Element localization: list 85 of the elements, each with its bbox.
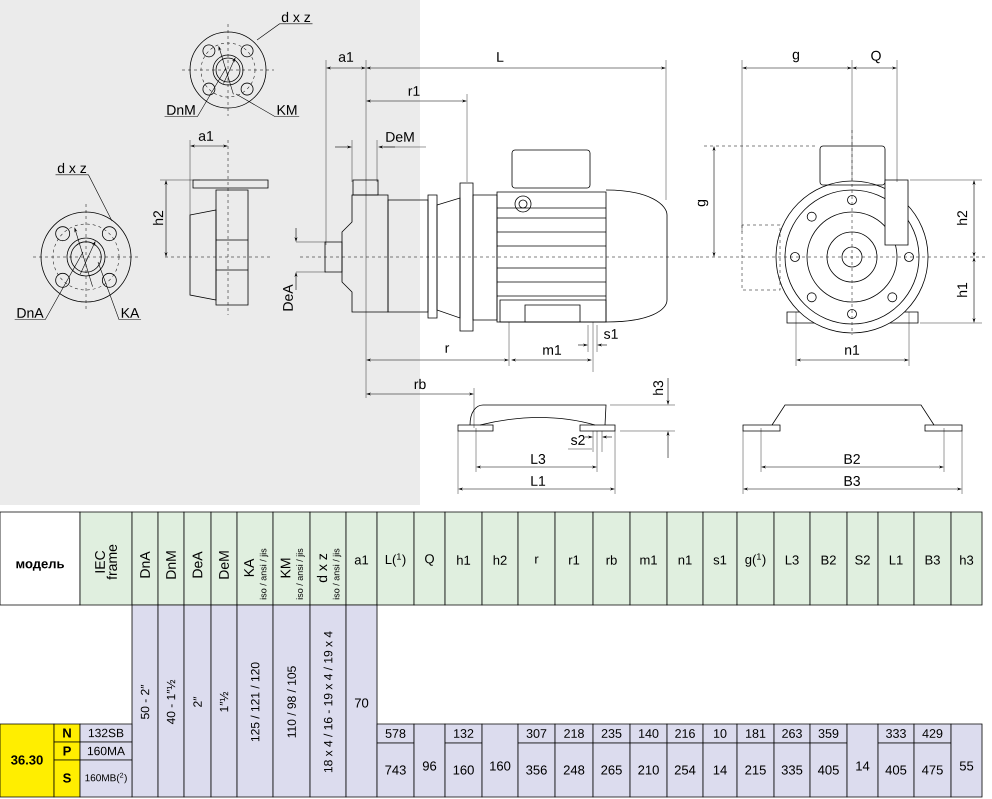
dimension-label: g <box>698 200 708 206</box>
table-cell: 235 <box>592 724 630 744</box>
dimension-label: L1 <box>531 476 546 486</box>
dimension-label: h2 <box>956 210 968 225</box>
table-cell: 2″ <box>184 604 212 798</box>
dimension-label: B2 <box>844 454 860 464</box>
table-cell: h2 <box>482 512 518 606</box>
table-cell: 429 <box>914 724 952 744</box>
callout-label: DnM <box>167 105 195 115</box>
table-cell: IEC frame <box>80 512 132 606</box>
dimension-label: g <box>792 52 799 62</box>
table-cell: 40 - 1″½ <box>158 604 184 798</box>
table-cell: B3 <box>914 512 952 606</box>
table-cell: KM iso / ansi / jis <box>272 512 310 606</box>
dimension-label: s1 <box>604 329 618 339</box>
table-cell: 160MA <box>80 742 132 760</box>
table-cell: B2 <box>810 512 848 606</box>
leader-line <box>236 94 300 117</box>
table-cell: h3 <box>950 512 982 606</box>
table-cell: s1 <box>702 512 738 606</box>
dimension-label: m1 <box>543 345 562 355</box>
table-cell: P <box>54 742 80 760</box>
dimension-label: h2 <box>152 210 164 225</box>
dimension-label: n1 <box>845 345 860 355</box>
dimension-label: h1 <box>956 282 968 297</box>
dimension-label: rb <box>414 378 426 390</box>
table-cell: 216 <box>666 724 704 744</box>
callout-label: DnA <box>18 308 44 318</box>
table-cell: 125 / 121 / 120 <box>236 604 274 798</box>
table-cell: DnA <box>132 512 158 606</box>
callout-label: d x z <box>282 12 310 22</box>
table-cell: DnM <box>158 512 184 606</box>
dimension-label: L3 <box>531 454 546 464</box>
table-cell: 110 / 98 / 105 <box>272 604 310 798</box>
dimension-label: s2 <box>571 435 585 445</box>
table-cell: 359 <box>810 724 848 744</box>
table-cell: 1″½ <box>210 604 238 798</box>
table-cell: N <box>54 724 80 742</box>
dimension-label: DeA <box>283 284 293 310</box>
table-cell: m1 <box>630 512 668 606</box>
table-cell: 140 <box>630 724 668 744</box>
table-cell: DeM <box>210 512 238 606</box>
leader-line <box>164 68 226 117</box>
table-cell: 218 <box>554 724 594 744</box>
table-cell: L3 <box>774 512 810 606</box>
table-cell: 181 <box>736 724 774 744</box>
table-cell: rb <box>592 512 630 606</box>
leader-line <box>98 262 142 320</box>
callout-label: d x z <box>58 162 86 174</box>
table-cell: h1 <box>444 512 482 606</box>
table-cell: 307 <box>518 724 556 744</box>
table-cell: d x z iso / ansi / jis <box>310 512 346 606</box>
dimension-label: a1 <box>198 131 214 141</box>
table-cell: 132SB <box>80 724 132 742</box>
table-cell: S2 <box>846 512 878 606</box>
dimension-label: r1 <box>408 86 420 96</box>
callout-label: KA <box>122 308 140 318</box>
dimension-label: r <box>446 345 450 353</box>
dimension-label: a1 <box>338 52 354 62</box>
dimension-label: h3 <box>652 380 664 395</box>
table-cell: 18 x 4 / 16 - 19 x 4 / 19 x 4 <box>310 604 346 798</box>
table-cell: 578 <box>376 724 414 744</box>
table-cell: 333 <box>878 724 914 744</box>
table-cell: Q <box>414 512 446 606</box>
leader-line <box>55 174 112 222</box>
dimension-label: DeM <box>386 132 414 142</box>
dimension-label: B3 <box>844 476 860 486</box>
table-cell: r <box>518 512 556 606</box>
leader-line <box>14 252 84 320</box>
dimension-label: Q <box>871 50 881 64</box>
table-cell: a1 <box>346 512 378 606</box>
table-cell: L($^{1}$) <box>376 512 414 606</box>
table-cell: 263 <box>774 724 810 744</box>
callout-label: KM <box>278 105 296 115</box>
table-cell: DeA <box>184 512 212 606</box>
leader-line <box>256 24 313 40</box>
table-cell: g($^{1}$) <box>736 512 774 606</box>
dimension-label: L <box>497 52 504 62</box>
table-cell: 10 <box>702 724 738 744</box>
table-cell: модель <box>0 512 80 606</box>
table-cell: 132 <box>444 724 482 744</box>
table-cell: n1 <box>666 512 704 606</box>
table-cell: r1 <box>554 512 594 606</box>
table-cell: L1 <box>878 512 914 606</box>
table-cell: KA iso / ansi / jis <box>236 512 274 606</box>
